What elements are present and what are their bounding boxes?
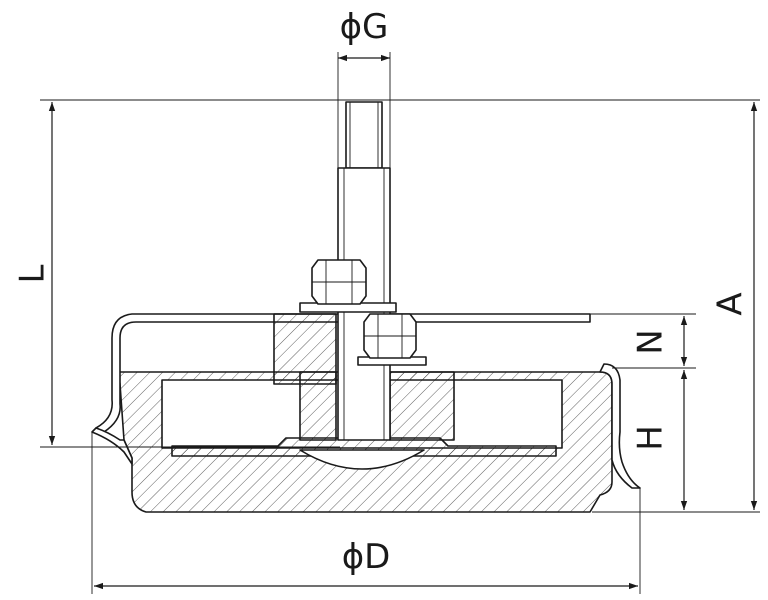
- cover-right-rim: [599, 363, 641, 489]
- seat-lens: [299, 449, 425, 470]
- hub-left-block: [299, 371, 337, 441]
- label-a: A: [711, 292, 751, 315]
- label-n: N: [631, 329, 671, 354]
- label-l: L: [13, 264, 53, 283]
- inner-hub: [389, 371, 455, 441]
- label-phi-d: ϕD: [342, 537, 391, 577]
- stud-thread-top: [345, 101, 383, 169]
- label-h: H: [631, 425, 671, 451]
- cover-shell: [95, 313, 591, 433]
- label-phi-g: ϕG: [340, 7, 389, 47]
- seat-plate: [171, 437, 557, 457]
- cover-left-skirt: [91, 427, 133, 465]
